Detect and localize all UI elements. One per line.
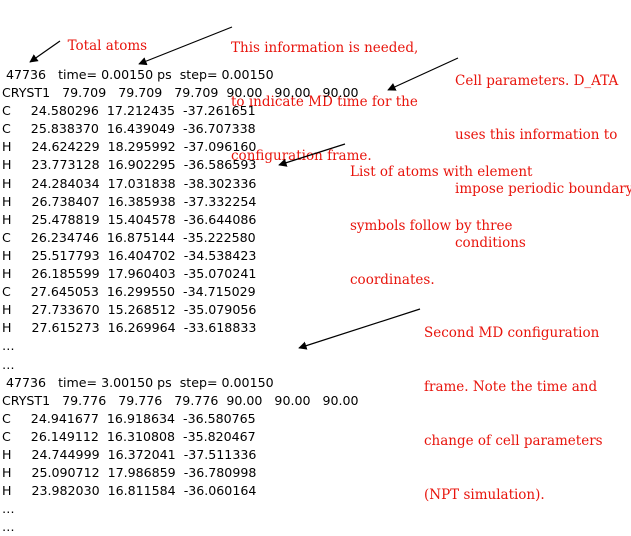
- arrow-atom-list: [278, 143, 346, 167]
- file-line: C 24.941677 16.918634 -36.580765: [2, 410, 256, 426]
- note-line: List of atoms with element: [350, 164, 533, 180]
- note-second-frame: Second MD configuration frame. Note the …: [424, 288, 603, 522]
- annotation-arrows: [29, 26, 459, 350]
- arrow-total-atoms: [29, 40, 61, 63]
- note-total-atoms: Total atoms: [59, 19, 148, 55]
- file-line: H 26.738407 16.385938 -37.332254: [2, 193, 257, 209]
- note-md-time: This information is needed, to indicate …: [231, 3, 418, 183]
- note-line: This information is needed,: [231, 40, 419, 56]
- note-cell-params: Cell parameters. D_ATA uses this informa…: [455, 36, 631, 270]
- file-line: H 27.733670 15.268512 -35.079056: [2, 302, 257, 318]
- note-line: conditions: [455, 235, 526, 252]
- note-line: frame. Note the time and: [424, 379, 598, 396]
- file-line: C 27.645053 16.299550 -34.715029: [2, 284, 256, 300]
- file-line: H 23.982030 16.811584 -36.060164: [2, 483, 257, 499]
- note-line: configuration frame.: [231, 148, 372, 165]
- note-line: Second MD configuration: [424, 325, 600, 341]
- note-line: impose periodic boundary: [455, 181, 631, 198]
- file-line: C 26.234746 16.875144 -35.222580: [2, 229, 256, 245]
- file-line: …: [2, 501, 15, 517]
- file-line: C 26.149112 16.310808 -35.820467: [2, 428, 256, 444]
- file-line: H 23.773128 16.902295 -36.586593: [2, 157, 257, 173]
- file-line: C 25.838370 16.439049 -36.707338: [2, 121, 256, 137]
- note-line: Total atoms: [67, 38, 148, 54]
- note-line: uses this information to: [455, 127, 618, 144]
- file-line: …: [2, 519, 15, 535]
- note-atom-list: List of atoms with element symbols follo…: [350, 127, 532, 307]
- file-line: 47736 time= 0.00150 ps step= 0.00150: [2, 67, 274, 82]
- file-line: CRYST1 79.709 79.709 79.709 90.00 90.00 …: [2, 85, 359, 101]
- note-line: to indicate MD time for the: [231, 94, 418, 111]
- file-line: H 24.284034 17.031838 -38.302336: [2, 175, 257, 191]
- note-line: change of cell parameters: [424, 433, 603, 450]
- note-line: Cell parameters. D_ATA: [455, 73, 619, 89]
- file-line: H 25.478819 15.404578 -36.644086: [2, 211, 257, 227]
- file-line: 47736 time= 3.00150 ps step= 0.00150: [2, 374, 274, 390]
- note-line: symbols follow by three: [350, 218, 513, 235]
- note-line: coordinates.: [350, 272, 435, 289]
- file-line: CRYST1 79.776 79.776 79.776 90.00 90.00 …: [2, 392, 359, 408]
- file-line: H 26.185599 17.960403 -35.070241: [2, 266, 257, 282]
- file-line: …: [2, 338, 15, 354]
- file-line: H 27.615273 16.269964 -33.618833: [2, 320, 257, 336]
- note-line: (NPT simulation).: [424, 487, 545, 504]
- file-line: …: [2, 356, 15, 372]
- file-line: C 24.580296 17.212435 -37.261651: [2, 103, 256, 119]
- file-line: H 25.517793 16.404702 -34.538423: [2, 247, 257, 263]
- arrow-md-time: [138, 26, 233, 66]
- file-line: H 24.624229 18.295992 -37.096160: [2, 139, 257, 155]
- file-line: H 25.090712 17.986859 -36.780998: [2, 465, 257, 481]
- arrow-cell-params: [387, 57, 459, 91]
- arrow-second-frame: [298, 308, 421, 350]
- file-line: H 24.744999 16.372041 -37.511336: [2, 446, 257, 462]
